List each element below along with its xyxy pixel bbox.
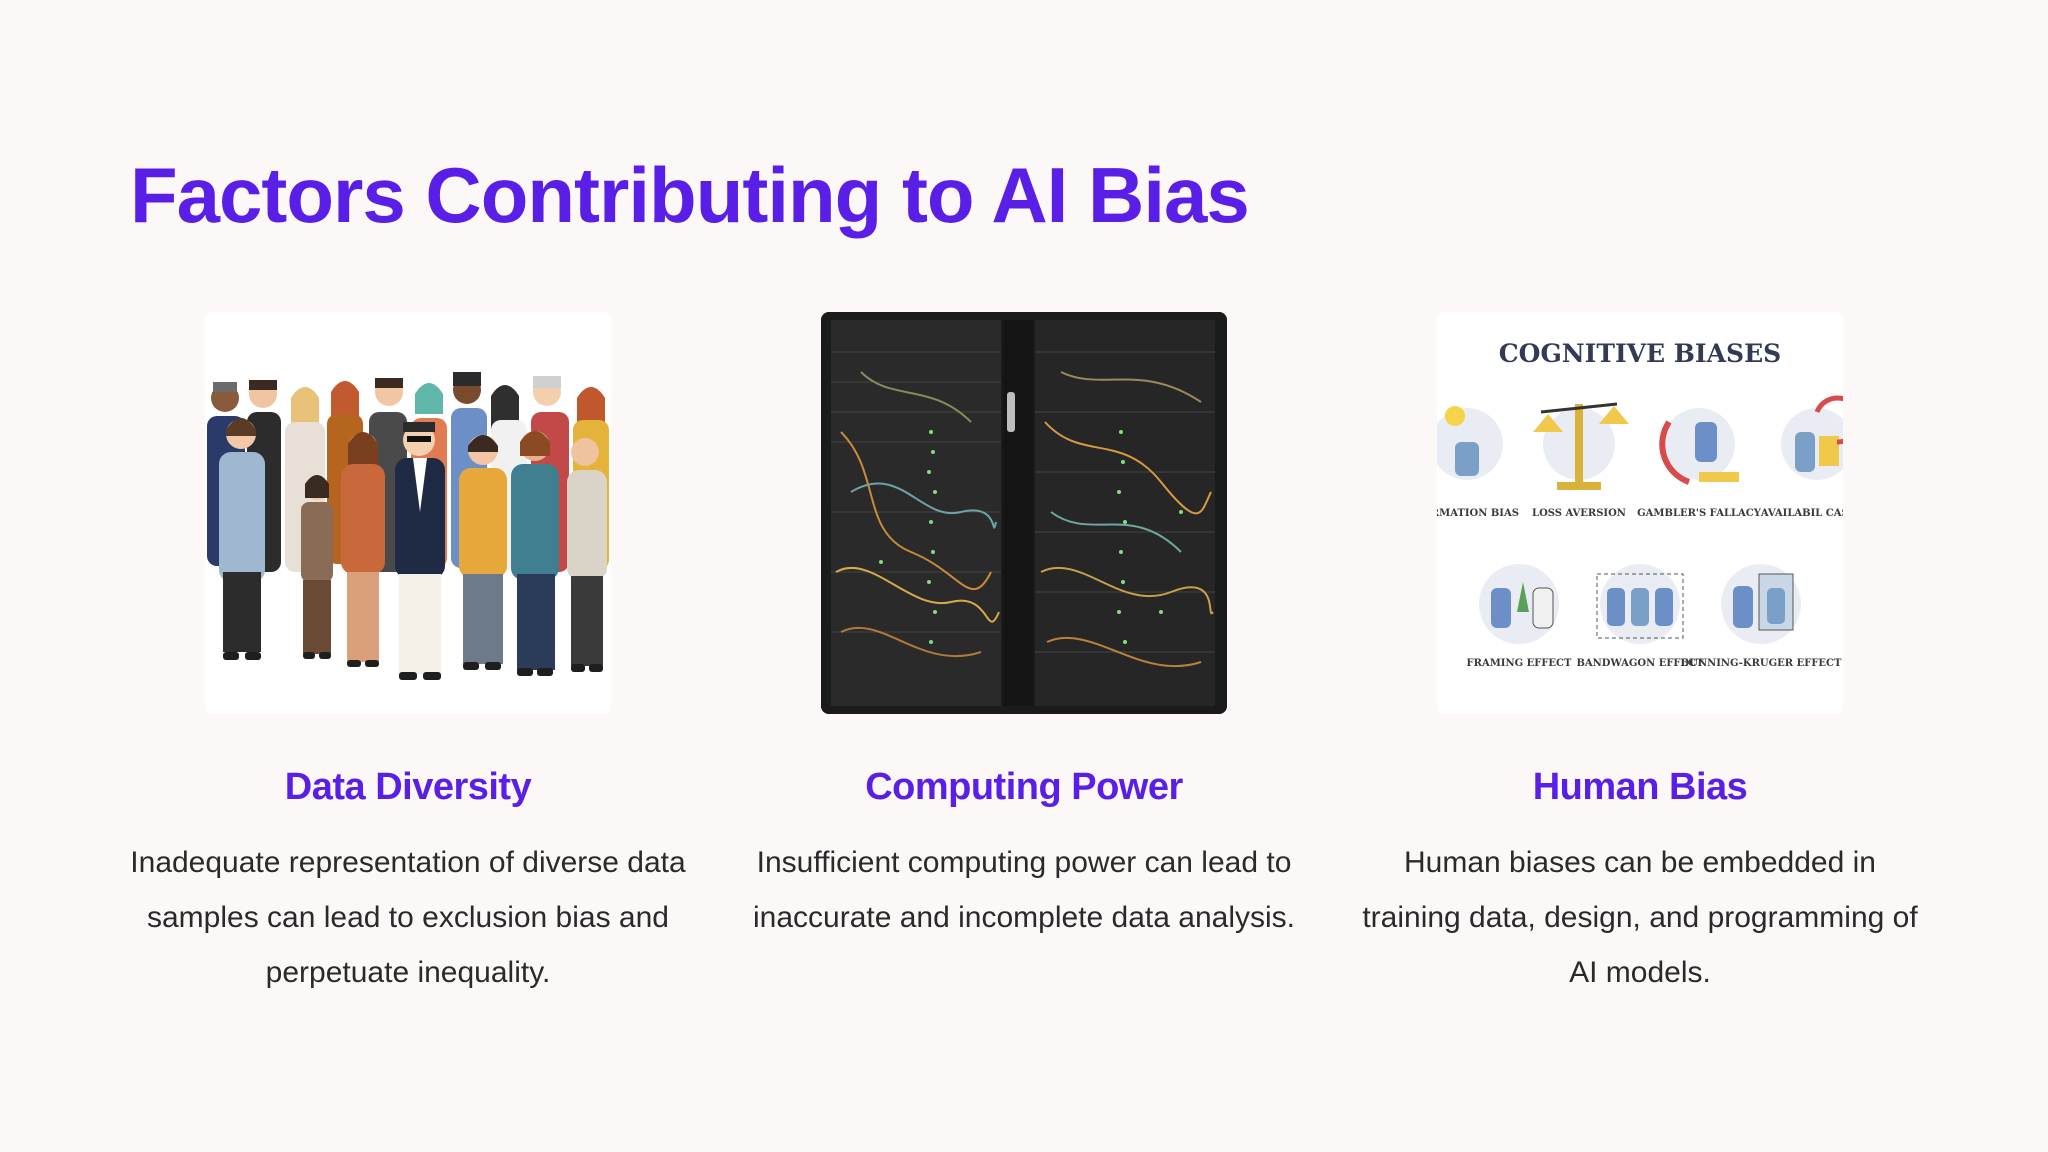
card-title: Data Diversity	[284, 766, 532, 808]
card-human-bias: COGNITIVE BIASES	[1360, 312, 1920, 1000]
label-bandwagon-effect: BANDWAGON EFFECT	[1576, 658, 1704, 669]
label-dunning-kruger: DUNNING-KRUGER EFFECT	[1681, 658, 1842, 669]
card-title: Computing Power	[865, 766, 1183, 808]
label-framing-effect: FRAMING EFFECT	[1467, 658, 1572, 669]
label-firmation: FIRMATION BIAS	[1437, 508, 1519, 519]
card-data-diversity: Data Diversity Inadequate representation…	[128, 312, 688, 1000]
diverse-crowd-image	[205, 312, 611, 714]
cognitive-biases-image: COGNITIVE BIASES	[1437, 312, 1843, 714]
card-description: Insufficient computing power can lead to…	[753, 846, 1295, 934]
slide-title: Factors Contributing to AI Bias	[130, 151, 1250, 239]
card-computing-power: Computing Power Insufficient computing p…	[744, 312, 1304, 945]
card-title: Human Bias	[1532, 766, 1748, 808]
infographic-heading: COGNITIVE BIASES	[1499, 339, 1781, 368]
card-description: Human biases can be embedded in training…	[1362, 846, 1918, 989]
label-loss-aversion: LOSS AVERSION	[1532, 508, 1626, 519]
label-availability: AVAILABIL CASCAD	[1760, 508, 1843, 519]
label-gamblers-fallacy: GAMBLER'S FALLACY	[1637, 508, 1762, 519]
server-rack-image	[821, 312, 1227, 714]
card-description: Inadequate representation of diverse dat…	[130, 846, 686, 989]
